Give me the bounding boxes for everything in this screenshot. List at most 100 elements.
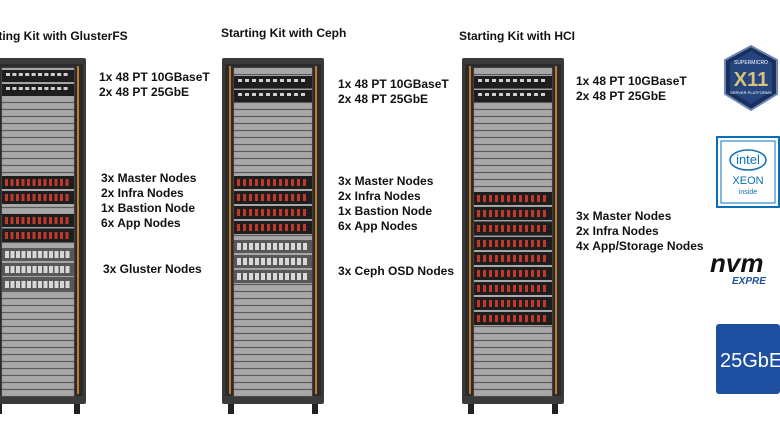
blank-panel [473,158,553,166]
blank-panel [1,123,75,131]
drive-bay [501,255,504,262]
storage-bay [249,273,253,280]
blank-panel [473,116,553,124]
blank-panel [1,312,75,320]
blank-panel [233,144,313,152]
drive-bay [279,179,282,186]
switch-port [25,87,30,90]
drive-bay [249,209,252,216]
drive-bay [27,232,30,239]
drive-bay [507,195,510,202]
storage-bay [237,273,241,280]
storage-bay [243,243,247,250]
drive-bay [237,194,240,201]
switch-port [280,93,284,96]
drive-bay [43,217,47,224]
storage-bay [60,251,64,258]
drive-bay [519,315,522,322]
storage-bay [32,251,37,258]
storage-bay [16,266,20,273]
storage-bay [261,258,265,265]
drive-bay [525,240,528,247]
storage-bay [10,251,15,258]
storage-bay [243,258,247,265]
drive-bay [489,270,492,277]
drive-bay [525,315,528,322]
drive-bay [16,232,19,239]
drive-bay [489,315,492,322]
drive-bay [60,194,63,201]
switch-port [294,79,298,82]
blank-panel [233,361,313,369]
storage-bay [279,243,283,250]
blank-panel [233,319,313,327]
drive-bay [489,285,492,292]
drive-bay [483,285,486,292]
switch-line: 2x 48 PT 25GbE [99,85,190,99]
drive-bay [279,194,282,201]
switch-port [25,73,30,76]
25gbe-badge: 25GbE [716,324,780,394]
drive-bay [519,255,522,262]
drive-bay [279,224,282,231]
node-line: 4x App/Storage Nodes [576,239,704,253]
switch-port [478,79,482,82]
drive-bay [261,209,264,216]
drive-bay [237,209,240,216]
nvme-sub-text: EXPRE [732,276,766,287]
blank-panel [1,319,75,327]
rack-foot [0,404,2,414]
drive-bay [60,179,63,186]
drive-bay [537,240,540,247]
drive-bay [525,225,528,232]
drive-bay [43,194,47,201]
blank-panel [473,144,553,152]
drive-bay [291,209,294,216]
blank-panel [233,326,313,334]
drive-bay [65,179,69,186]
intel-sub-text: inside [739,189,757,196]
drive-bay [537,270,540,277]
drive-bay [273,224,276,231]
storage-bay [32,266,37,273]
drive-bay [273,194,276,201]
drive-bay [237,179,240,186]
switch-port [57,87,62,90]
blank-panel [1,102,75,110]
rack-foot [552,404,558,414]
blank-panel [233,284,313,292]
storage-bay [21,266,26,273]
drive-bay [243,224,246,231]
storage-bay [5,251,9,258]
blank-panel [473,102,553,110]
drive-bay [261,224,264,231]
drive-bay [495,210,498,217]
blank-panel [473,347,553,355]
switch-port [485,93,489,96]
switch-line: 1x 48 PT 10GBaseT [338,77,449,91]
drive-bay [477,195,480,202]
drive-bay [291,224,294,231]
switch-port [259,79,263,82]
storage-bay [27,266,31,273]
drive-bay [483,225,486,232]
rack-rail [315,66,317,394]
blank-panel [473,130,553,138]
blank-panel [233,116,313,124]
switch-port [273,79,277,82]
switch-port [506,93,510,96]
blank-panel [473,368,553,376]
blank-panel [473,382,553,390]
server-rack-glusterfs [0,58,86,414]
switch-line: 1x 48 PT 10GBaseT [99,70,210,84]
drive-bay [519,210,522,217]
storage-spec-ceph: 3x Ceph OSD Nodes [338,264,454,279]
node-line: 1x Bastion Node [101,201,196,215]
drive-bay [495,195,498,202]
storage-bay [297,258,301,265]
storage-bay [291,243,295,250]
drive-bay [513,210,516,217]
drive-bay [21,232,25,239]
storage-bay [273,258,277,265]
drive-bay [495,255,498,262]
